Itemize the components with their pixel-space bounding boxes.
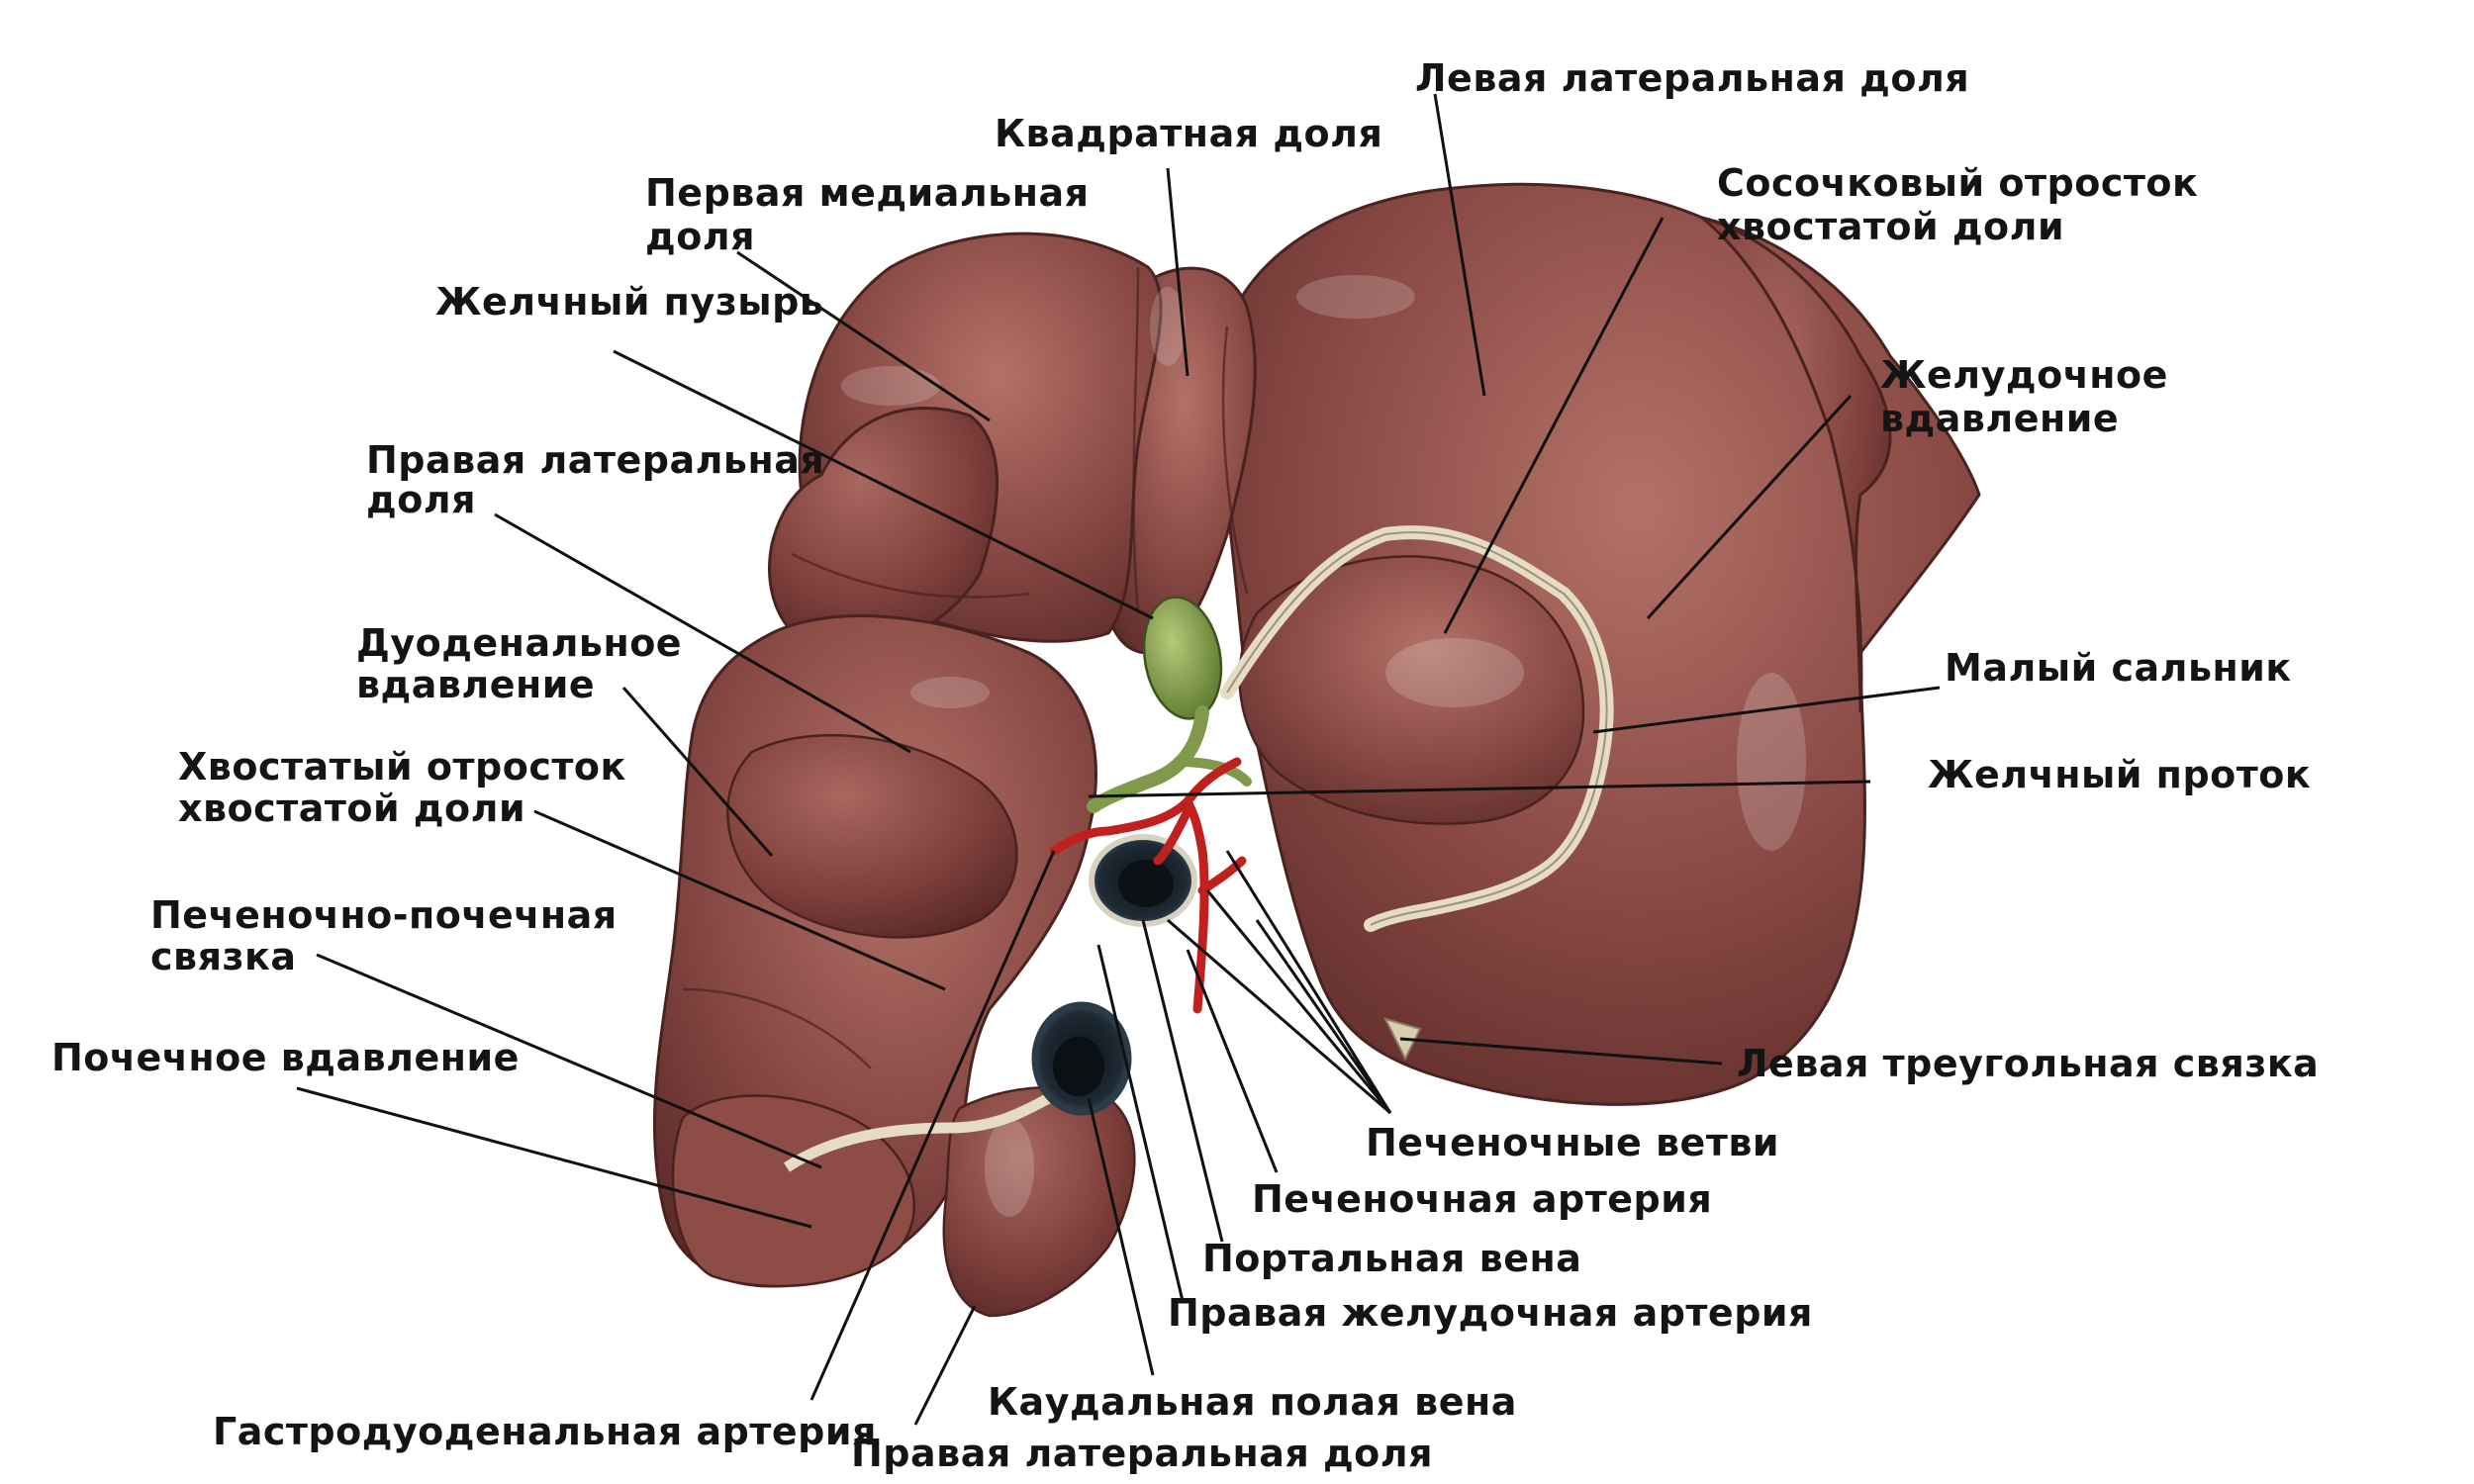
leader-hepatic-branch-b [1205, 889, 1392, 1114]
label-hepatorenal-ligament-1: Печеночно-почечная [150, 893, 618, 937]
leader-gastroduodenal-artery [809, 850, 1056, 1401]
label-duodenal-impression-2: вдавление [356, 663, 595, 706]
label-gallbladder: Желчный пузырь [435, 280, 823, 324]
label-caudate-process-1: Хвостатый отросток [178, 745, 626, 788]
leader-caudate-process [533, 809, 946, 991]
leader-caudal-vena-cava [1087, 1097, 1155, 1376]
label-lesser-omentum: Малый сальник [1945, 646, 2292, 690]
leader-right-gastric-artery [1096, 944, 1185, 1302]
label-right-lateral-lobe-bottom: Правая латеральная доля [851, 1432, 1433, 1475]
arteries [1049, 757, 1247, 1014]
leader-hepatic-branch-c [1167, 918, 1391, 1115]
gastroduodenal-artery [1049, 826, 1113, 856]
label-hepatorenal-ligament-2: связка [150, 935, 297, 978]
gallbladder [1142, 596, 1223, 720]
label-papillary-process-2: хвостатой доли [1717, 205, 2064, 248]
leader-right-lateral-lobe [494, 512, 911, 754]
labels: Левая латеральная доля Квадратная доля П… [51, 56, 2319, 1475]
leader-papillary-process [1443, 217, 1665, 634]
leader-left-lateral-lobe [1433, 93, 1486, 397]
leader-quadrate-lobe [1166, 167, 1189, 377]
hepatic-branch-3 [1153, 806, 1192, 866]
leader-left-triangular-ligament [1399, 1037, 1723, 1066]
leader-gastric-impression [1646, 394, 1853, 620]
label-caudal-vena-cava: Каудальная полая вена [988, 1380, 1517, 1424]
label-left-triangular-ligament: Левая треугольная связка [1737, 1042, 2319, 1085]
gastric-edge [1701, 216, 1892, 713]
leader-hepatic-branch-a [1225, 850, 1392, 1114]
label-renal-impression: Почечное вдавление [51, 1036, 520, 1079]
leader-hepatic-branch-d [1255, 919, 1392, 1114]
label-hepatic-branches: Печеночные ветви [1366, 1121, 1779, 1164]
hepatic-branch-1 [1103, 796, 1192, 836]
leader-hepatorenal-ligament [316, 953, 822, 1169]
label-portal-vein: Портальная вена [1202, 1237, 1581, 1280]
leader-right-lateral-lobe-bottom [913, 1305, 977, 1426]
leader-duodenal-impression [621, 687, 774, 857]
leader-bile-duct [1088, 780, 1871, 798]
label-hepatic-artery: Печеночная артерия [1252, 1177, 1712, 1221]
label-gastric-impression-2: вдавление [1880, 397, 2119, 440]
label-first-medial-lobe-1: Первая медиальная [645, 171, 1090, 215]
label-gastroduodenal-artery: Гастродуоденальная артерия [213, 1410, 877, 1453]
label-right-lateral-lobe-1: Правая латеральная [366, 438, 824, 482]
lesser-omentum-edge [1226, 531, 1608, 926]
label-duodenal-impression-1: Дуоденальное [356, 621, 682, 665]
leader-renal-impression [296, 1086, 812, 1229]
leader-first-medial-lobe [736, 250, 991, 422]
leader-hepatic-artery [1186, 949, 1279, 1173]
surface-highlights [841, 275, 1806, 1217]
label-right-lateral-lobe-2: доля [366, 478, 476, 521]
bile-duct-branch [1173, 757, 1252, 787]
caudal-vena-cava-lumen [1053, 1037, 1104, 1096]
label-gastric-impression-1: Желудочное [1880, 353, 2168, 397]
hepatic-branch-2 [1183, 757, 1242, 806]
leader-gallbladder [613, 349, 1154, 620]
right-lateral-lobe-upper [768, 407, 999, 655]
hepatic-artery [1183, 796, 1209, 1014]
label-left-lateral-lobe: Левая латеральная доля [1415, 56, 1969, 100]
leader-lines [296, 93, 1941, 1426]
right-gastric-artery [1197, 856, 1247, 895]
papillary-process [1238, 555, 1585, 825]
label-first-medial-lobe-2: доля [645, 215, 755, 258]
label-caudate-process-2: хвостатой доли [178, 787, 525, 830]
leader-portal-vein [1141, 919, 1224, 1243]
label-bile-duct: Желчный проток [1928, 753, 2311, 796]
hepatorenal-ligament [783, 1093, 1052, 1172]
portal-vein-lumen [1118, 860, 1174, 907]
label-right-gastric-artery: Правая желудочная артерия [1168, 1291, 1813, 1335]
leader-lesser-omentum [1592, 686, 1941, 734]
liver [652, 182, 1981, 1318]
label-quadrate-lobe: Квадратная доля [995, 112, 1382, 155]
lobe-fissures [682, 266, 1249, 1069]
label-papillary-process-1: Сосочковый отросток [1717, 161, 2198, 205]
